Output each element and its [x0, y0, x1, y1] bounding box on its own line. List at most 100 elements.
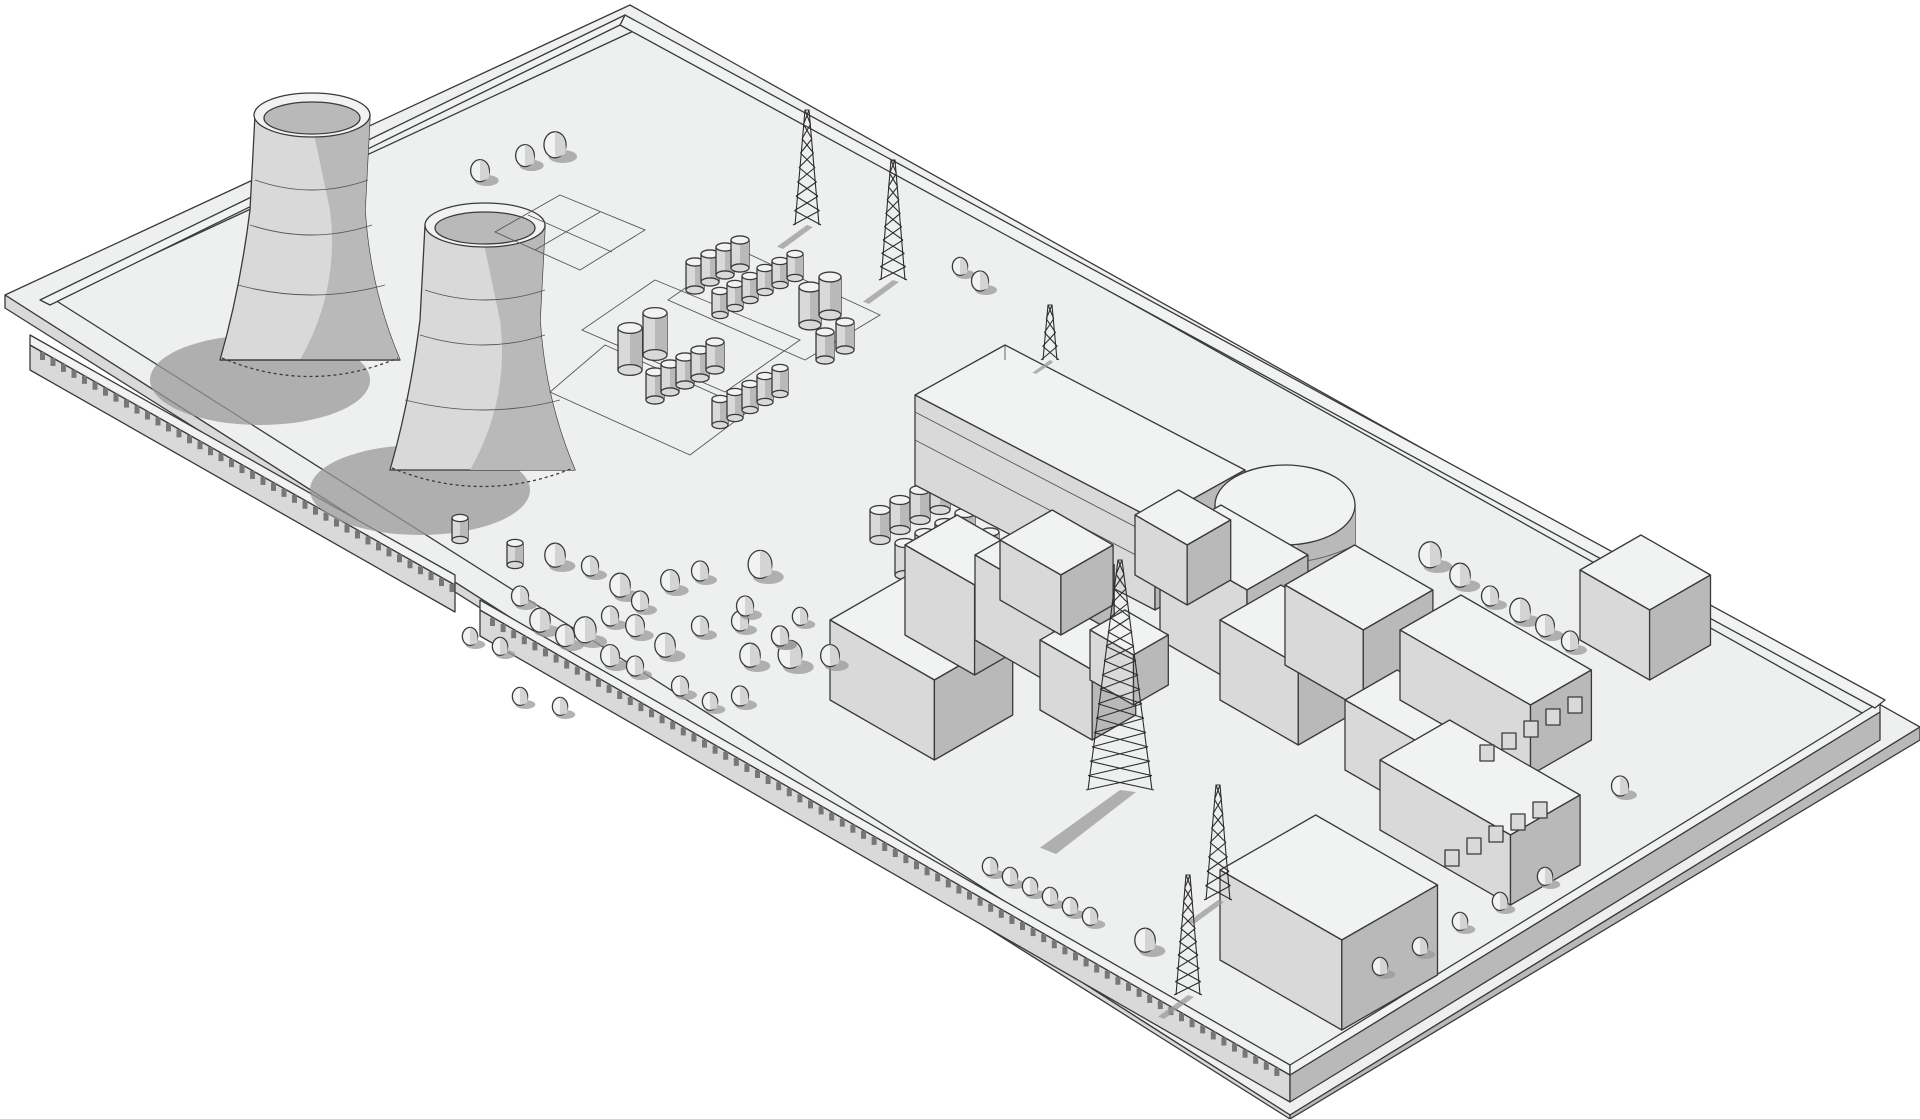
storage-tank — [715, 242, 735, 280]
wall-post — [386, 548, 392, 557]
tree — [1371, 956, 1396, 979]
wall-post — [861, 830, 866, 839]
storage-tank — [711, 286, 729, 320]
storage-tank — [660, 359, 680, 397]
wall-post — [1115, 976, 1121, 985]
tree — [735, 595, 762, 620]
wall-post — [574, 666, 580, 675]
wall-post — [145, 411, 150, 420]
vent-unit — [1532, 801, 1548, 819]
wall-post — [585, 672, 591, 681]
tree — [491, 636, 516, 659]
wall-post — [134, 405, 140, 414]
tree — [981, 856, 1006, 879]
wall-post — [1136, 988, 1142, 997]
building-block — [1379, 719, 1581, 906]
wall-post — [1051, 940, 1057, 949]
storage-tank — [815, 327, 835, 365]
storage-tank — [869, 504, 891, 546]
wall-post — [903, 855, 909, 864]
wall-post — [1062, 946, 1068, 955]
tree — [1449, 562, 1481, 592]
wall-post — [1242, 1049, 1248, 1058]
wall-post — [428, 572, 434, 581]
wall-post — [564, 660, 570, 669]
storage-tank — [771, 256, 789, 290]
tree — [654, 632, 686, 662]
wall-post — [776, 782, 782, 791]
tree — [730, 685, 757, 710]
transmission-tower — [863, 159, 908, 304]
wall-post — [988, 903, 994, 912]
storage-tank — [711, 394, 729, 430]
wall-post — [723, 751, 729, 760]
storage-tank — [798, 281, 822, 331]
wall-post — [1009, 915, 1015, 924]
wall-post — [1157, 1001, 1163, 1010]
building-block — [1399, 594, 1593, 776]
wall-post — [418, 566, 423, 575]
wall-post — [712, 745, 718, 754]
wall-post — [365, 536, 371, 545]
wall-post — [281, 488, 287, 497]
storage-tank — [730, 235, 750, 273]
tree — [510, 585, 537, 610]
wall-post — [1020, 922, 1025, 930]
wall-post — [1232, 1043, 1237, 1052]
wall-post — [313, 506, 318, 515]
storage-tank — [451, 513, 469, 545]
wall-post — [260, 476, 266, 485]
transmission-tower — [1040, 559, 1155, 854]
vent-unit — [1510, 813, 1526, 831]
storage-tank — [700, 249, 720, 287]
wall-post — [606, 684, 612, 693]
tree — [1610, 775, 1637, 800]
wall-post — [977, 897, 983, 906]
building-block — [1219, 814, 1439, 1031]
wall-post — [500, 624, 506, 633]
tree — [580, 555, 607, 580]
wall-post — [924, 867, 930, 876]
wall-post — [702, 739, 707, 748]
auxiliary-buildings — [829, 489, 1712, 1031]
storage-tank — [690, 345, 710, 383]
wall-post — [553, 654, 559, 663]
wall-post — [765, 776, 771, 785]
wall-post — [1253, 1055, 1259, 1064]
tree — [1041, 886, 1066, 909]
wall-post — [334, 518, 339, 527]
wall-post — [680, 727, 686, 736]
wall-post — [155, 417, 161, 426]
wall-post — [818, 806, 824, 815]
storage-tank — [771, 363, 789, 399]
wall-post — [407, 560, 413, 569]
wall-post — [839, 818, 845, 827]
tree — [1536, 866, 1561, 889]
tree — [1134, 927, 1166, 957]
wall-post — [355, 530, 360, 539]
storage-tank — [756, 263, 774, 297]
storage-tank — [726, 279, 744, 313]
wall-post — [1073, 952, 1078, 961]
storage-tank — [889, 494, 911, 536]
tree — [670, 675, 697, 700]
wall-post — [1200, 1025, 1206, 1034]
vent-unit — [1545, 708, 1561, 726]
wall-post — [271, 482, 276, 491]
wall-post — [649, 709, 654, 718]
wall-post — [103, 387, 108, 396]
wall-post — [1094, 964, 1100, 973]
transmission-tower — [1188, 784, 1233, 924]
wall-post — [208, 447, 213, 456]
storage-tank — [705, 337, 725, 375]
wall-post — [511, 630, 517, 639]
tree — [660, 568, 689, 596]
tree — [529, 607, 561, 637]
wall-post — [1189, 1019, 1195, 1028]
wall-post — [124, 399, 129, 408]
transmission-tower — [777, 109, 822, 249]
wall-post — [733, 757, 739, 766]
tree — [701, 691, 726, 714]
wall-post — [397, 554, 402, 563]
